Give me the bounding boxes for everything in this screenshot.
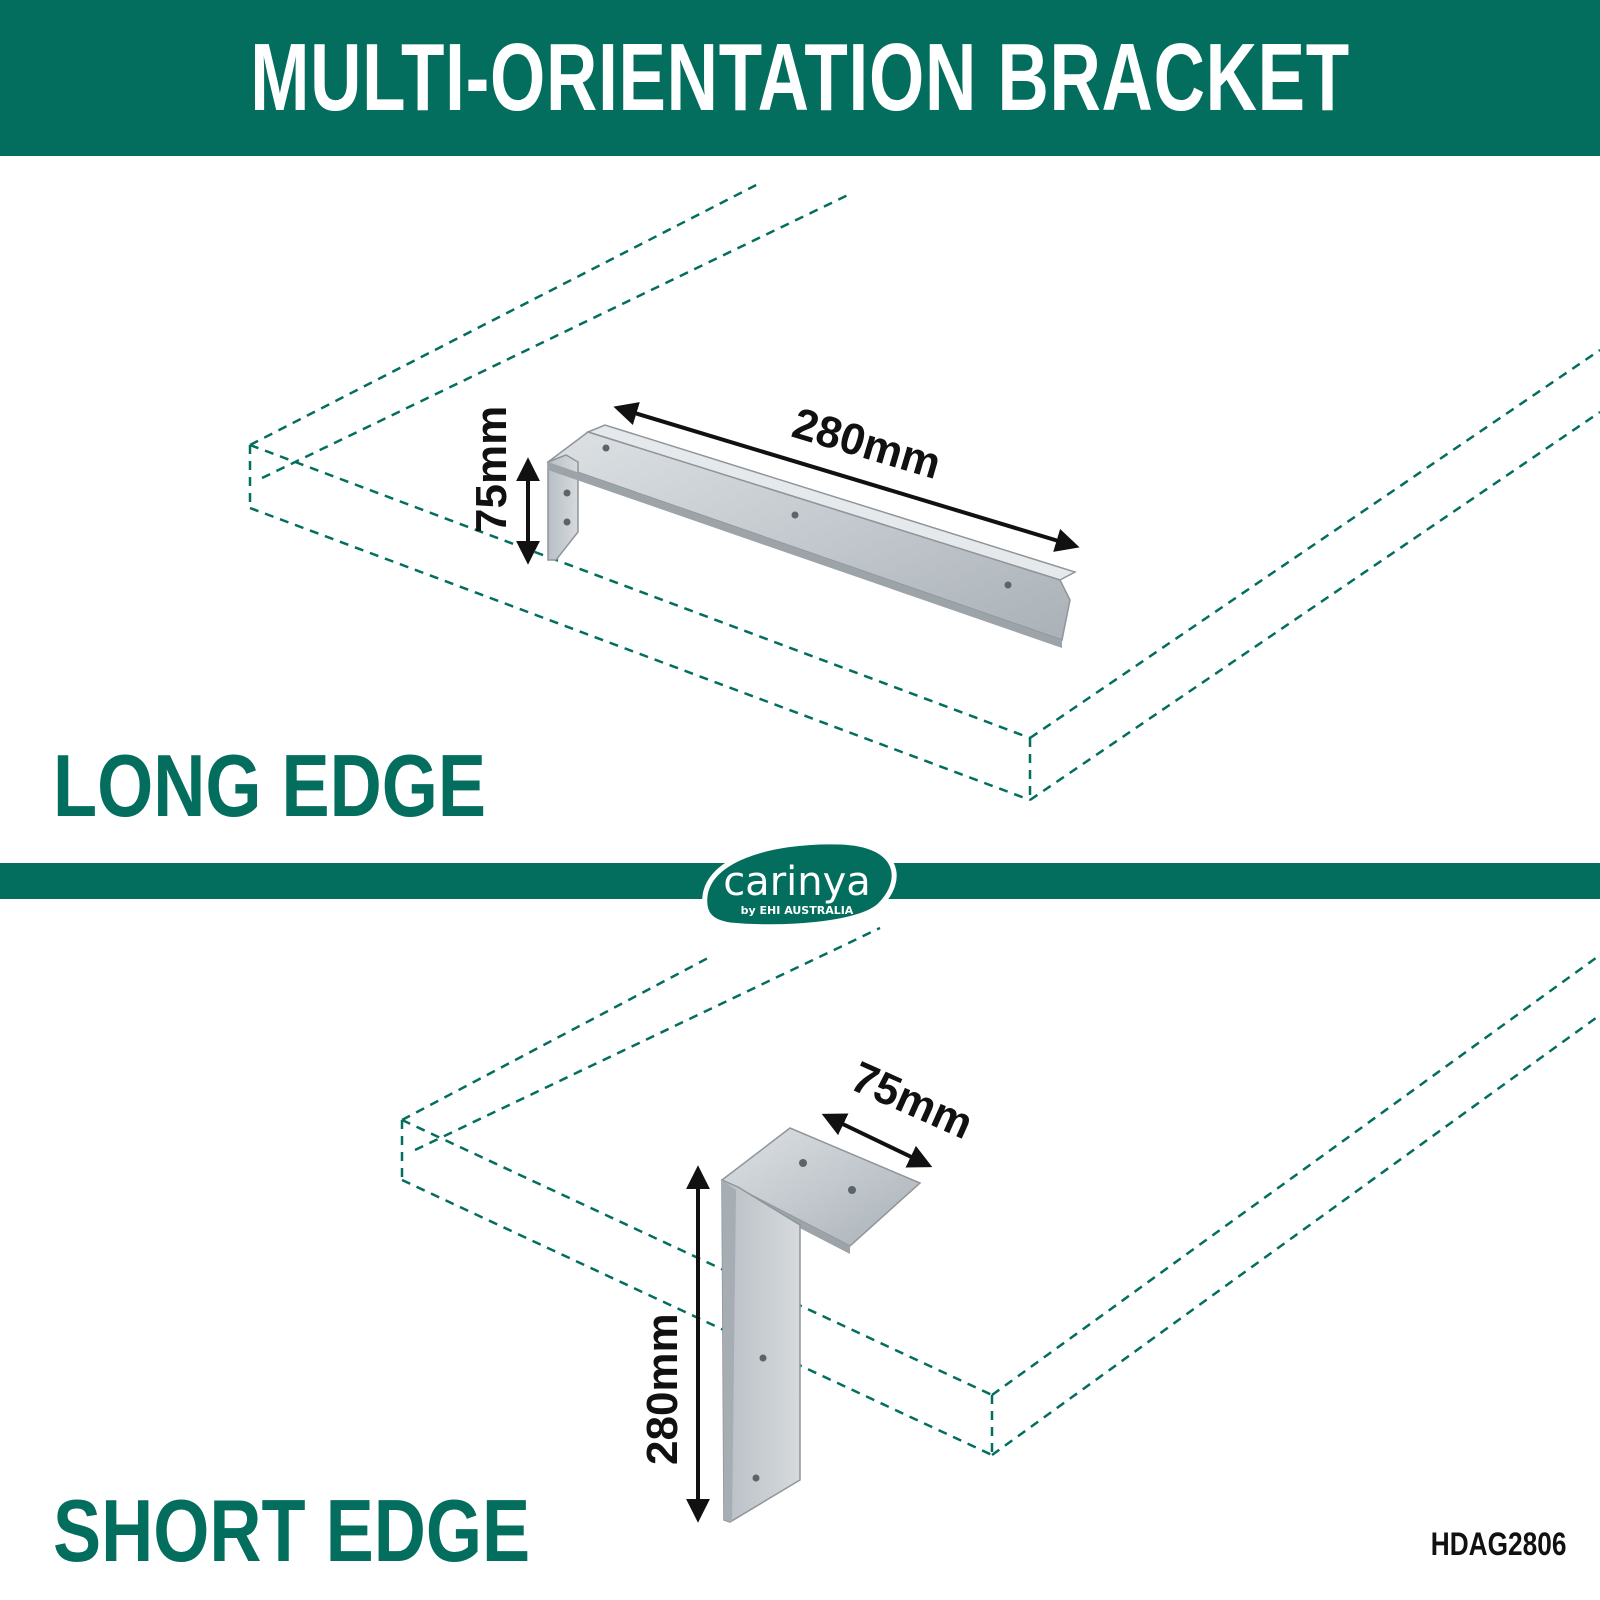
long-edge-length-label: 280mm bbox=[787, 399, 946, 489]
divider-band bbox=[0, 863, 1600, 899]
product-code: HDAG2806 bbox=[1430, 1526, 1566, 1562]
long-edge-length-arrow bbox=[613, 402, 1080, 552]
long-edge-board-outline bbox=[248, 180, 1600, 802]
short-edge-label: SHORT EDGE bbox=[53, 1481, 531, 1580]
header-band: MULTI-ORIENTATION BRACKET bbox=[0, 0, 1600, 156]
long-edge-label: LONG EDGE bbox=[53, 736, 486, 835]
short-edge-length-label: 280mm bbox=[638, 1313, 687, 1465]
page-title: MULTI-ORIENTATION BRACKET bbox=[250, 24, 1350, 131]
long-edge-height-label: 75mm bbox=[467, 406, 516, 533]
short-edge-bracket bbox=[720, 1127, 922, 1523]
long-edge-bracket bbox=[546, 424, 1077, 648]
short-edge-width-arrow bbox=[821, 1113, 933, 1168]
short-edge-board-outline bbox=[400, 926, 1600, 1457]
